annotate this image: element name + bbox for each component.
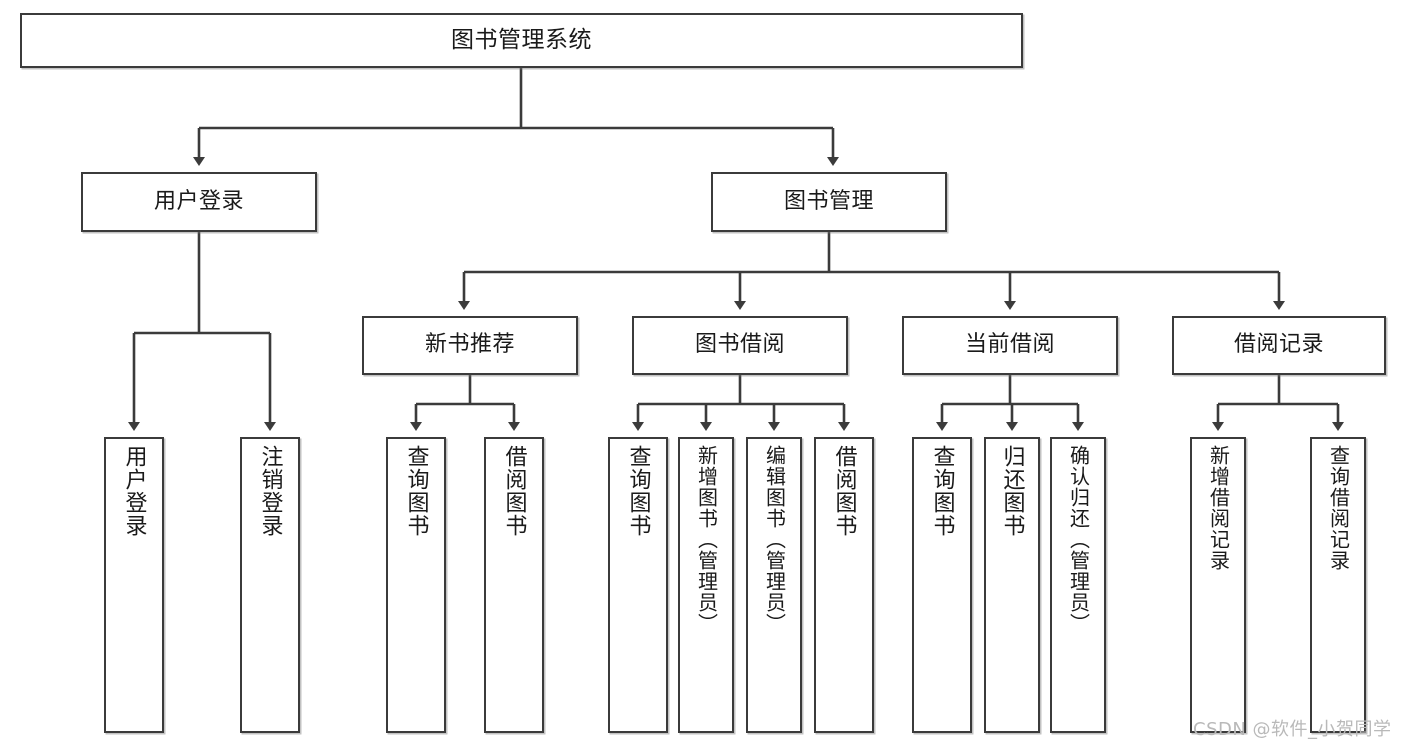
node-current-borrow[interactable]: 当前借阅 [902, 316, 1118, 375]
leaf-query-book-borrow[interactable]: 查询图书 [608, 437, 668, 733]
leaf-confirm-return-admin-label: 确认归还（管理员） [1066, 445, 1091, 634]
leaf-query-borrow-record[interactable]: 查询借阅记录 [1310, 437, 1366, 733]
node-book-borrow-label: 图书借阅 [694, 332, 785, 358]
node-book-management[interactable]: 图书管理 [711, 172, 947, 232]
leaf-user-login[interactable]: 用户登录 [104, 437, 164, 733]
node-new-book-recommend-label: 新书推荐 [424, 332, 515, 358]
leaf-query-book-newbook[interactable]: 查询图书 [386, 437, 446, 733]
leaf-return-book[interactable]: 归还图书 [984, 437, 1040, 733]
leaf-logout-label: 注销登录 [257, 445, 283, 537]
leaf-add-book-admin[interactable]: 新增图书（管理员） [678, 437, 734, 733]
watermark: CSDN @软件_小贺同学 [1193, 719, 1392, 740]
leaf-add-borrow-record-label: 新增借阅记录 [1206, 445, 1231, 571]
leaf-borrow-book-newbook[interactable]: 借阅图书 [484, 437, 544, 733]
leaf-edit-book-admin[interactable]: 编辑图书（管理员） [746, 437, 802, 733]
leaf-query-borrow-record-label: 查询借阅记录 [1326, 445, 1351, 571]
leaf-return-book-label: 归还图书 [999, 445, 1025, 537]
leaf-lend-book-label: 借阅图书 [831, 445, 857, 537]
leaf-confirm-return-admin[interactable]: 确认归还（管理员） [1050, 437, 1106, 733]
node-borrow-record[interactable]: 借阅记录 [1172, 316, 1386, 375]
leaf-user-login-label: 用户登录 [121, 445, 147, 537]
leaf-query-book-current[interactable]: 查询图书 [912, 437, 972, 733]
leaf-lend-book[interactable]: 借阅图书 [814, 437, 874, 733]
node-borrow-record-label: 借阅记录 [1233, 332, 1324, 358]
node-book-borrow[interactable]: 图书借阅 [632, 316, 848, 375]
leaf-query-book-current-label: 查询图书 [929, 445, 955, 537]
leaf-query-book-borrow-label: 查询图书 [625, 445, 651, 537]
node-new-book-recommend[interactable]: 新书推荐 [362, 316, 578, 375]
node-user-login[interactable]: 用户登录 [81, 172, 317, 232]
node-current-borrow-label: 当前借阅 [964, 332, 1055, 358]
leaf-query-book-newbook-label: 查询图书 [403, 445, 429, 537]
leaf-edit-book-admin-label: 编辑图书（管理员） [762, 445, 787, 634]
leaf-add-borrow-record[interactable]: 新增借阅记录 [1190, 437, 1246, 733]
node-book-management-label: 图书管理 [783, 188, 874, 214]
node-root-label: 图书管理系统 [451, 26, 592, 53]
leaf-add-book-admin-label: 新增图书（管理员） [694, 445, 719, 634]
leaf-logout[interactable]: 注销登录 [240, 437, 300, 733]
node-root[interactable]: 图书管理系统 [20, 13, 1023, 68]
node-user-login-label: 用户登录 [153, 188, 244, 214]
leaf-borrow-book-newbook-label: 借阅图书 [501, 445, 527, 537]
